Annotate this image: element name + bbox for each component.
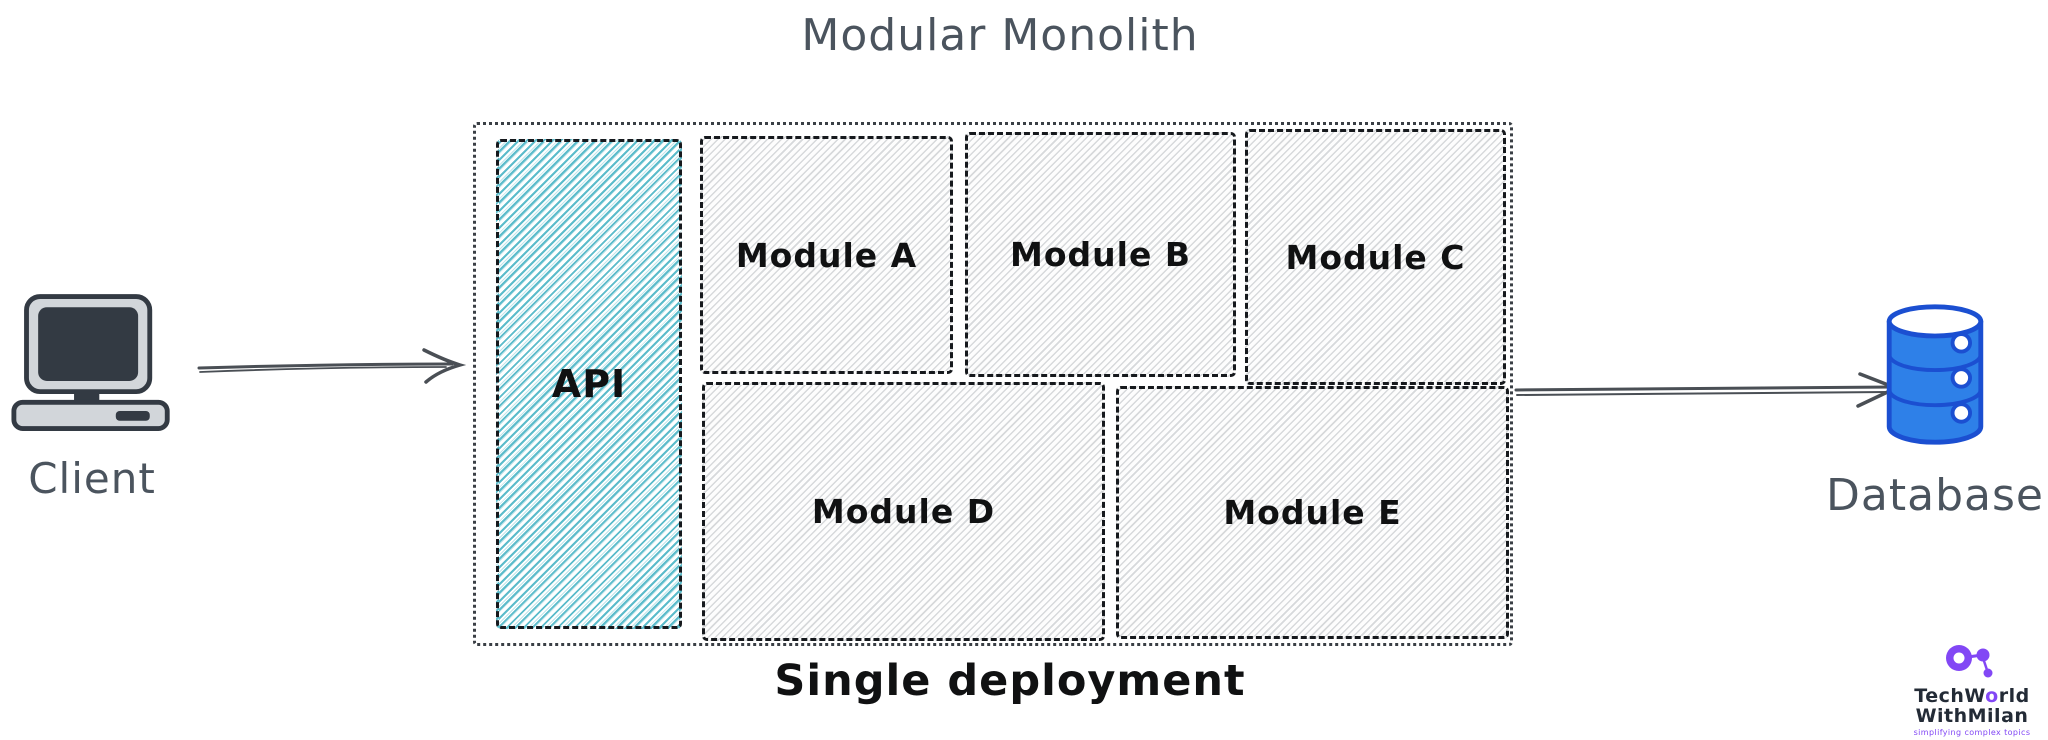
deployment-caption: Single deployment [774,656,1246,706]
module-label-c: Module C [1285,237,1466,277]
api-box: API [496,139,682,629]
brand-logo: TechWorld WithMilan simplifying complex … [1902,642,2042,737]
database-node: Database [1820,298,2048,521]
client-to-monolith-arrow [197,348,467,384]
module-label-a: Module A [735,235,918,275]
logo-molecule-icon [1946,645,1993,678]
module-label-d: Module D [811,492,996,531]
logo-tagline: simplifying complex topics [1913,728,2031,737]
module-box-e: Module E [1116,386,1509,639]
computer-icon [10,294,170,431]
module-box-a: Module A [700,136,953,374]
database-icon [1886,304,1984,445]
api-label: API [551,362,627,406]
diagram-title: Modular Monolith [801,10,1199,61]
module-box-c: Module C [1245,129,1506,385]
module-label-e: Module E [1223,493,1402,532]
module-label-b: Module B [1010,235,1191,274]
logo-brand-line1: TechWorld [1914,685,2030,707]
client-node: Client [8,292,176,503]
client-label: Client [28,454,156,503]
module-box-d: Module D [702,382,1105,641]
logo-brand-line2: WithMilan [1915,705,2029,727]
monolith-container: API Module A Module B Module C Module D … [473,122,1513,646]
database-label: Database [1826,470,2044,521]
module-box-b: Module B [965,132,1236,377]
